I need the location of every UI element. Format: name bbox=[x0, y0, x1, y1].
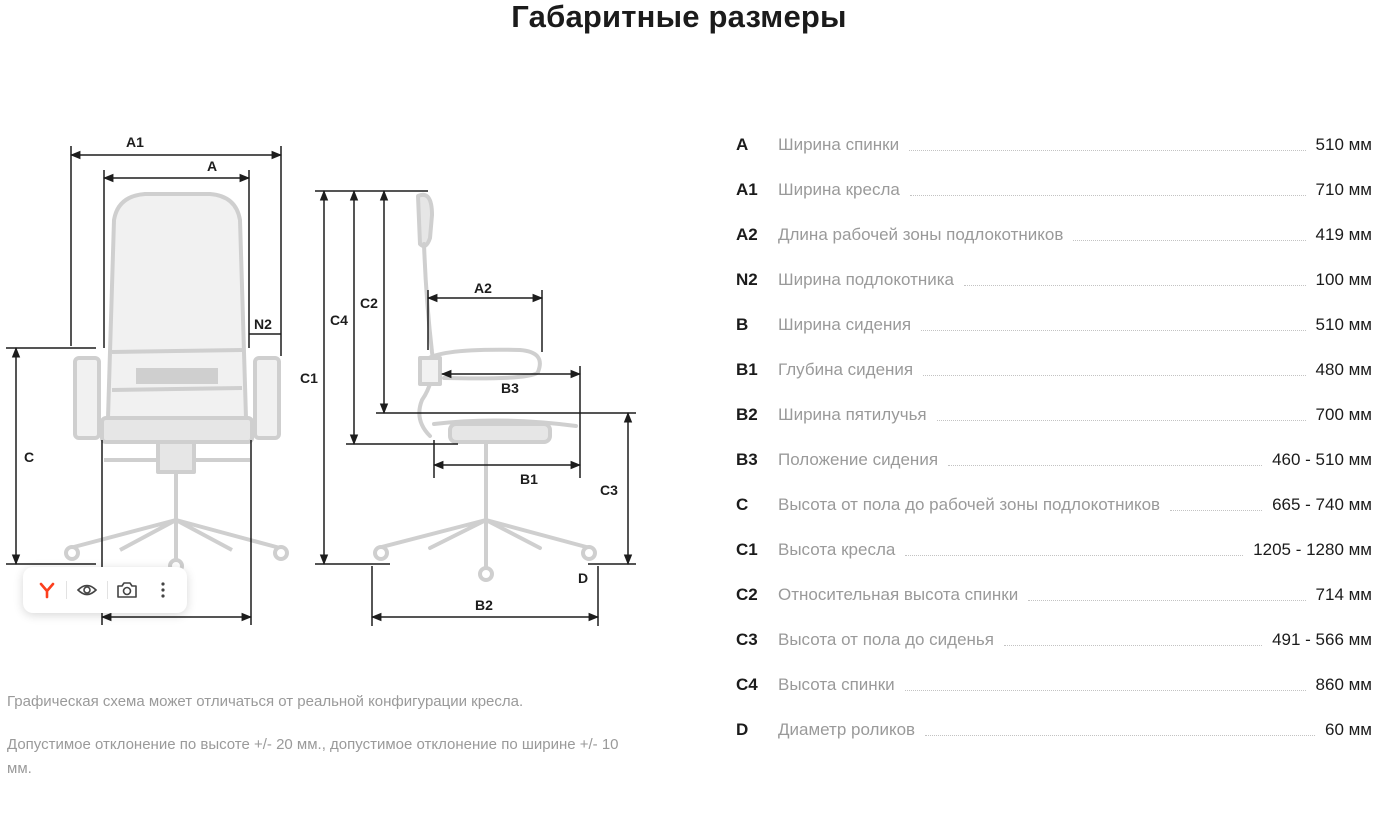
dotted-leader bbox=[1028, 600, 1306, 601]
label-C2: C2 bbox=[360, 295, 378, 311]
spec-code: C4 bbox=[736, 674, 758, 694]
label-A: A bbox=[207, 158, 217, 174]
dotted-leader bbox=[1073, 240, 1306, 241]
label-A2: A2 bbox=[474, 280, 492, 296]
spec-code: B1 bbox=[736, 359, 758, 379]
dotted-leader bbox=[904, 690, 1306, 691]
spec-value: 1205 - 1280 мм bbox=[1253, 539, 1372, 559]
dotted-leader bbox=[1170, 510, 1263, 511]
dotted-leader bbox=[909, 150, 1306, 151]
label-A1: A1 bbox=[126, 134, 144, 150]
spec-value: 460 - 510 мм bbox=[1272, 449, 1372, 469]
spec-code: C2 bbox=[736, 584, 758, 604]
spec-name: Относительная высота спинки bbox=[778, 584, 1019, 604]
spec-row: C3 Высота от пола до сиденья 491 - 566 м… bbox=[736, 617, 1372, 662]
spec-value: 710 мм bbox=[1315, 179, 1372, 199]
spec-value: 60 мм bbox=[1324, 719, 1372, 739]
dotted-leader bbox=[921, 330, 1306, 331]
spec-name: Высота кресла bbox=[778, 539, 896, 559]
disclaimer-tolerance: Допустимое отклонение по высоте +/- 20 м… bbox=[7, 736, 619, 777]
spec-row: B3 Положение сидения 460 - 510 мм bbox=[736, 437, 1372, 482]
spec-row: B2 Ширина пятилучья 700 мм bbox=[736, 392, 1372, 437]
dimensions-spec-list: A Ширина спинки 510 мм A1 Ширина кресла … bbox=[736, 122, 1372, 752]
image-toolbar bbox=[23, 567, 187, 613]
spec-name: Ширина подлокотника bbox=[778, 269, 955, 289]
spec-value: 480 мм bbox=[1315, 359, 1372, 379]
spec-row: B1 Глубина сидения 480 мм bbox=[736, 347, 1372, 392]
spec-row: A2 Длина рабочей зоны подлокотников 419 … bbox=[736, 212, 1372, 257]
spec-name: Ширина пятилучья bbox=[778, 404, 927, 424]
spec-name: Высота от пола до рабочей зоны подлокотн… bbox=[778, 494, 1161, 514]
toolbar-divider bbox=[106, 581, 108, 599]
dotted-leader bbox=[1004, 645, 1263, 646]
label-C: C bbox=[24, 449, 34, 465]
dotted-leader bbox=[936, 420, 1306, 421]
spec-row: A Ширина спинки 510 мм bbox=[736, 122, 1372, 167]
spec-name: Ширина спинки bbox=[778, 134, 900, 154]
eye-icon[interactable] bbox=[71, 574, 103, 606]
spec-row: N2 Ширина подлокотника 100 мм bbox=[736, 257, 1372, 302]
spec-name: Ширина сидения bbox=[778, 314, 912, 334]
spec-value: 419 мм bbox=[1315, 224, 1372, 244]
spec-code: C1 bbox=[736, 539, 758, 559]
spec-row: D Диаметр роликов 60 мм bbox=[736, 707, 1372, 752]
page-title: Габаритные размеры bbox=[511, 0, 847, 34]
spec-code: C3 bbox=[736, 629, 758, 649]
label-B2: B2 bbox=[475, 597, 493, 613]
spec-name: Высота от пола до сиденья bbox=[778, 629, 994, 649]
spec-value: 714 мм bbox=[1315, 584, 1372, 604]
dotted-leader bbox=[923, 375, 1306, 376]
spec-value: 100 мм bbox=[1315, 269, 1372, 289]
spec-code: B bbox=[736, 314, 749, 334]
spec-name: Ширина кресла bbox=[778, 179, 900, 199]
spec-name: Положение сидения bbox=[778, 449, 939, 469]
spec-value: 491 - 566 мм bbox=[1272, 629, 1372, 649]
spec-code: C bbox=[736, 494, 749, 514]
dotted-leader bbox=[905, 555, 1244, 556]
yandex-y-icon[interactable] bbox=[31, 574, 63, 606]
spec-code: B3 bbox=[736, 449, 758, 469]
spec-name: Диаметр роликов bbox=[778, 719, 916, 739]
side-view-chair bbox=[373, 192, 597, 582]
camera-search-icon[interactable] bbox=[111, 574, 143, 606]
dimension-lines bbox=[6, 146, 636, 626]
spec-name: Высота спинки bbox=[778, 674, 895, 694]
label-C3: C3 bbox=[600, 482, 618, 498]
front-view-chair bbox=[64, 192, 289, 574]
label-C4: C4 bbox=[330, 312, 348, 328]
spec-code: A2 bbox=[736, 224, 758, 244]
spec-value: 665 - 740 мм bbox=[1272, 494, 1372, 514]
spec-code: B2 bbox=[736, 404, 758, 424]
spec-code: A1 bbox=[736, 179, 758, 199]
chair-dimension-diagram: A1 A N2 C C4 C2 C1 A2 B3 B1 C3 D B2 bbox=[0, 120, 660, 640]
dotted-leader bbox=[909, 195, 1306, 196]
dotted-leader bbox=[964, 285, 1306, 286]
spec-value: 510 мм bbox=[1315, 314, 1372, 334]
spec-row: C Высота от пола до рабочей зоны подлоко… bbox=[736, 482, 1372, 527]
spec-code: N2 bbox=[736, 269, 758, 289]
spec-value: 510 мм bbox=[1315, 134, 1372, 154]
dotted-leader bbox=[948, 465, 1263, 466]
spec-code: D bbox=[736, 719, 749, 739]
label-B1: B1 bbox=[520, 471, 538, 487]
disclaimer-scheme: Графическая схема может отличаться от ре… bbox=[7, 693, 524, 710]
label-C1: C1 bbox=[300, 370, 318, 386]
label-D: D bbox=[578, 570, 588, 586]
spec-value: 700 мм bbox=[1315, 404, 1372, 424]
dotted-leader bbox=[925, 735, 1315, 736]
spec-row: C1 Высота кресла 1205 - 1280 мм bbox=[736, 527, 1372, 572]
label-N2: N2 bbox=[254, 316, 272, 332]
label-B3: B3 bbox=[501, 380, 519, 396]
toolbar-divider bbox=[66, 581, 68, 599]
spec-row: A1 Ширина кресла 710 мм bbox=[736, 167, 1372, 212]
spec-name: Длина рабочей зоны подлокотников bbox=[778, 224, 1064, 244]
kebab-menu-icon[interactable] bbox=[147, 574, 179, 606]
spec-row: C2 Относительная высота спинки 714 мм bbox=[736, 572, 1372, 617]
spec-row: C4 Высота спинки 860 мм bbox=[736, 662, 1372, 707]
spec-row: B Ширина сидения 510 мм bbox=[736, 302, 1372, 347]
spec-value: 860 мм bbox=[1315, 674, 1372, 694]
spec-code: A bbox=[736, 134, 749, 154]
spec-name: Глубина сидения bbox=[778, 359, 914, 379]
